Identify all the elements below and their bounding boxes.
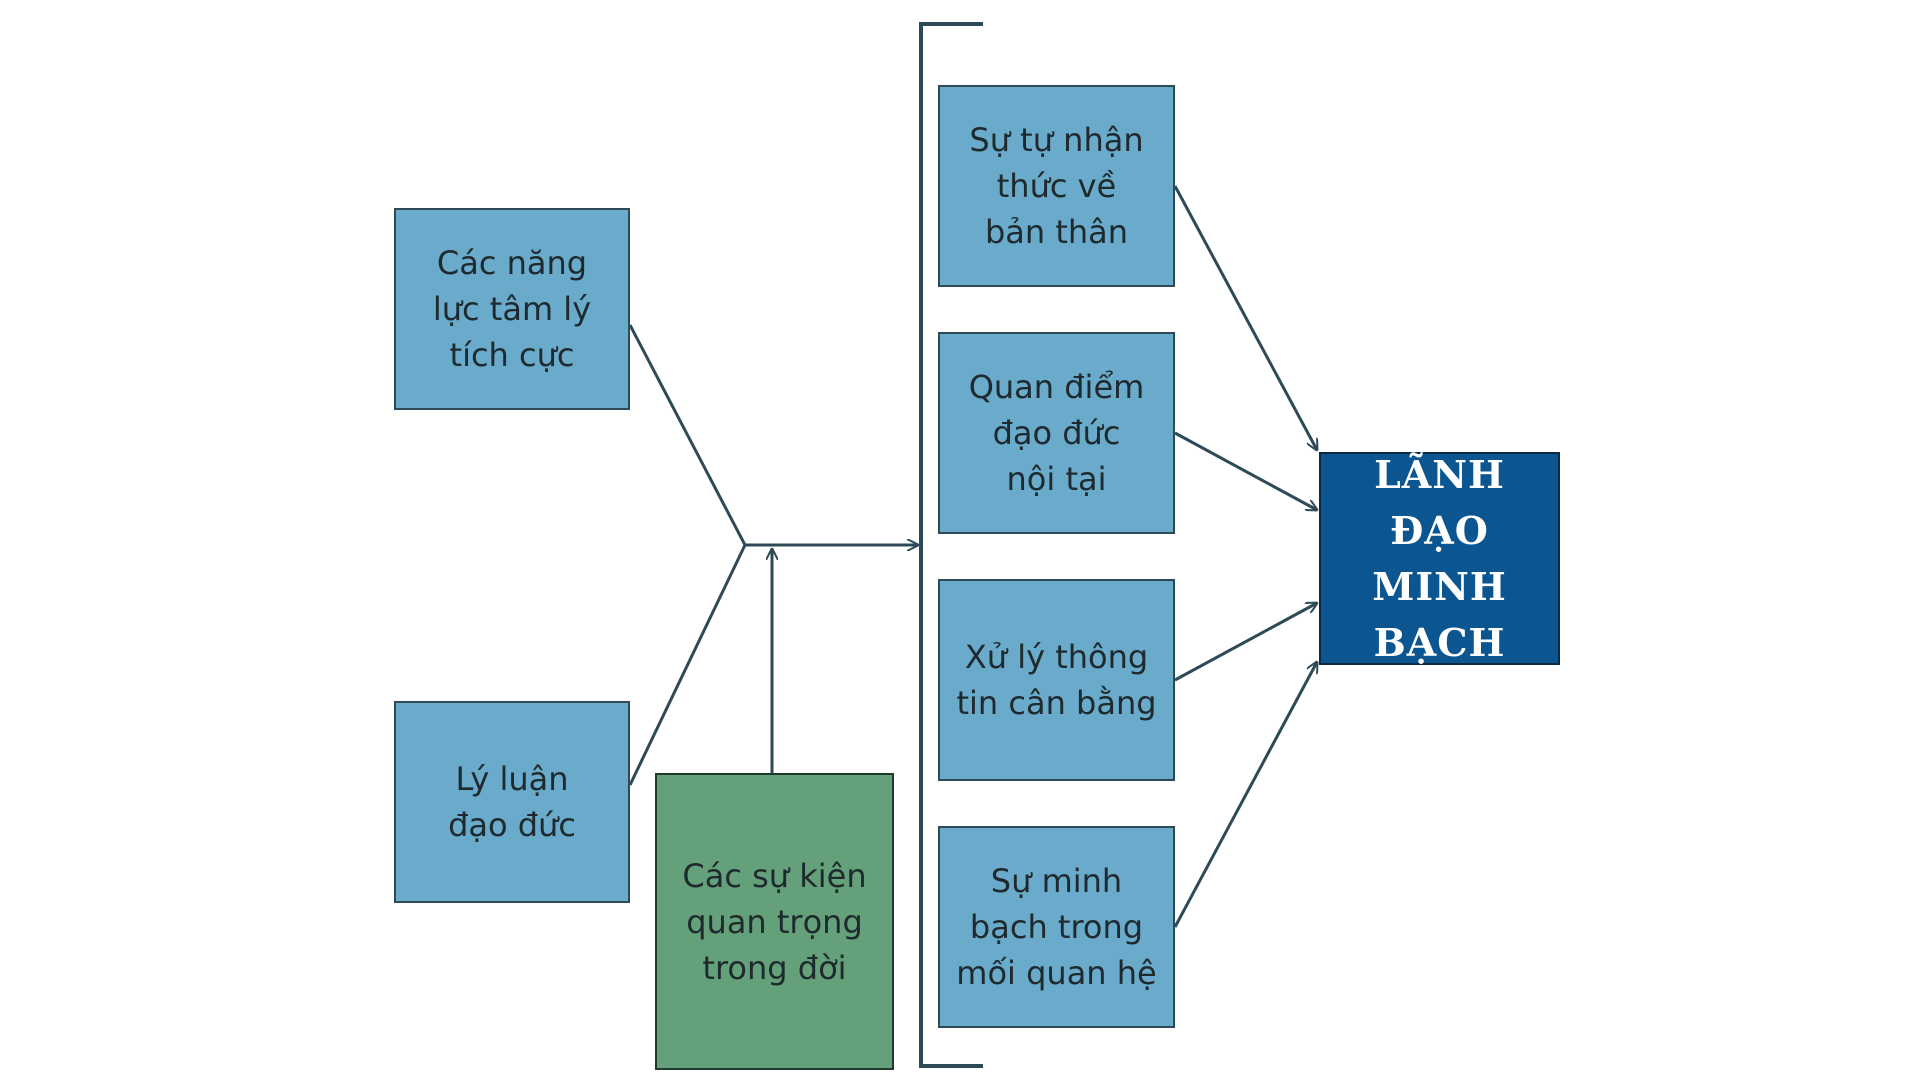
node-relational-transparency-label: Sự minh bạch trong mối quan hệ bbox=[956, 862, 1157, 992]
connector-self-awareness-to-outcome bbox=[1173, 185, 1317, 450]
node-authentic-leadership: LÃNH ĐẠO MINH BẠCH bbox=[1319, 452, 1560, 665]
node-critical-life-events: Các sự kiện quan trọng trong đời bbox=[655, 773, 894, 1070]
connector-positive-psych-to-junction bbox=[628, 324, 747, 546]
components-bracket bbox=[919, 22, 983, 1068]
node-moral-reasoning-label: Lý luận đạo đức bbox=[448, 760, 576, 844]
node-self-awareness-label: Sự tự nhận thức về bản thân bbox=[969, 121, 1144, 251]
node-balanced-processing: Xử lý thông tin cân bằng bbox=[938, 579, 1175, 781]
node-authentic-leadership-label: LÃNH ĐẠO MINH BẠCH bbox=[1372, 451, 1507, 665]
node-self-awareness: Sự tự nhận thức về bản thân bbox=[938, 85, 1175, 287]
node-critical-life-events-label: Các sự kiện quan trọng trong đời bbox=[682, 856, 867, 987]
node-internalized-moral-perspective: Quan điểm đạo đức nội tại bbox=[938, 332, 1175, 534]
node-internalized-moral-perspective-label: Quan điểm đạo đức nội tại bbox=[968, 368, 1145, 498]
connector-moral-perspective-to-outcome bbox=[1174, 431, 1317, 510]
node-balanced-processing-label: Xử lý thông tin cân bằng bbox=[956, 638, 1157, 722]
node-relational-transparency: Sự minh bạch trong mối quan hệ bbox=[938, 826, 1175, 1028]
connector-balanced-processing-to-outcome bbox=[1174, 603, 1317, 682]
node-positive-psychological-capacities-label: Các năng lực tâm lý tích cực bbox=[432, 244, 592, 374]
connector-relational-transparency-to-outcome bbox=[1173, 662, 1317, 928]
node-moral-reasoning: Lý luận đạo đức bbox=[394, 701, 630, 903]
connector-moral-reasoning-to-junction bbox=[628, 544, 747, 786]
node-positive-psychological-capacities: Các năng lực tâm lý tích cực bbox=[394, 208, 630, 410]
